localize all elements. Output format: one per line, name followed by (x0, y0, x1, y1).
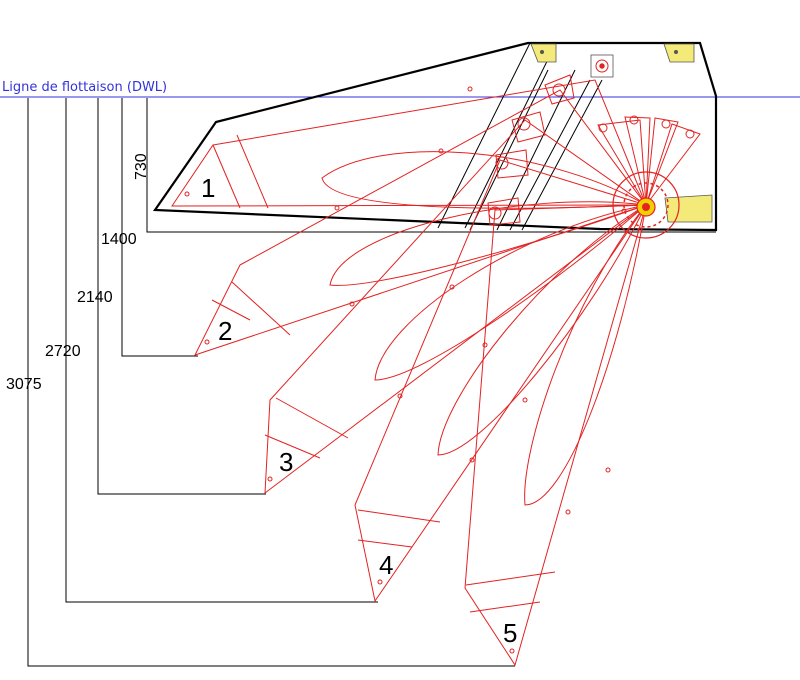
hinge-swing-loops (321, 151, 647, 506)
position-number-4: 4 (379, 550, 393, 580)
waterline-label: Ligne de flottaison (DWL) (2, 80, 167, 95)
dimension-label-1400: 1400 (101, 231, 137, 248)
fitting-top-right (663, 43, 695, 63)
dimension-label-2140: 2140 (77, 289, 113, 306)
hull-fittings (530, 43, 713, 223)
position-number-1: 1 (201, 173, 215, 203)
position-number-5: 5 (503, 618, 517, 648)
position-number-2: 2 (218, 316, 232, 346)
dimension-label-2720: 2720 (45, 343, 81, 360)
dimension-lines (27, 98, 515, 667)
door-position-3 (264, 119, 647, 495)
door-position-1 (171, 79, 647, 211)
dimension-line-1400 (121, 98, 198, 357)
dimension-line-730 (146, 98, 170, 233)
main-hinge (612, 171, 680, 239)
hinge-links (487, 59, 701, 226)
dimension-label-730: 730 (133, 153, 150, 180)
dimension-line-2140 (97, 98, 266, 495)
hull-outline (150, 41, 718, 233)
dimension-line-3075 (27, 98, 515, 667)
dimension-line-2720 (65, 98, 378, 603)
position-number-3: 3 (279, 447, 293, 477)
dimension-label-3075: 3075 (6, 376, 42, 393)
fitting-bottom-right (664, 194, 713, 223)
